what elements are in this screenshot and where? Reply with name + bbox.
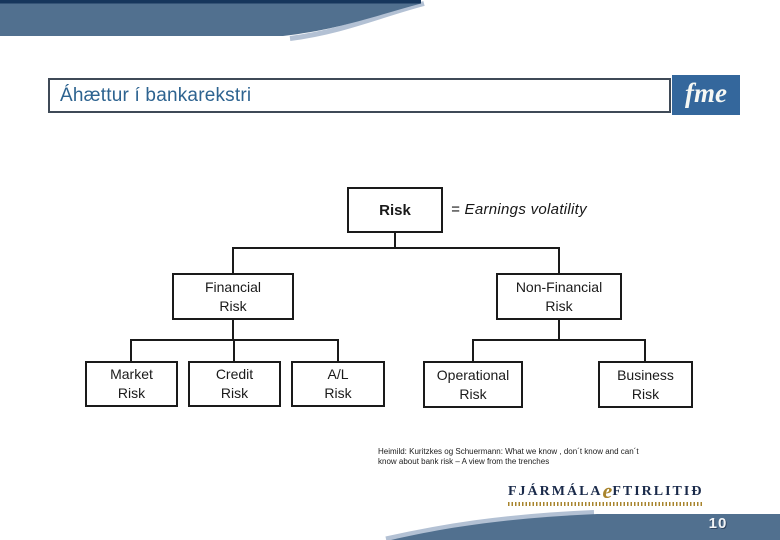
node-label: Risk — [219, 297, 247, 314]
logo-script-e: e — [602, 478, 613, 503]
credit-risk-node: Credit Risk — [188, 361, 281, 407]
source-citation: Heimild: Kuritzkes og Schuermann: What w… — [378, 447, 723, 467]
financial-risk-node: Financial Risk — [172, 273, 294, 320]
node-label: Business — [617, 366, 674, 383]
fme-logo-text: fme — [685, 78, 727, 108]
node-label: Non-Financial — [515, 278, 603, 295]
logo-prefix: FJÁRMÁLA — [508, 484, 603, 499]
node-label: Financial — [204, 278, 262, 295]
slide-title: Áhættur í bankarekstri — [60, 84, 252, 106]
bottom-swoosh-decoration — [0, 498, 780, 540]
non-financial-risk-node: Non-Financial Risk — [496, 273, 622, 320]
al-risk-node: A/L Risk — [291, 361, 385, 407]
citation-line-1: Heimild: Kuritzkes og Schuermann: What w… — [378, 447, 639, 456]
node-label: Operational — [436, 366, 510, 383]
node-label: Risk — [117, 385, 146, 401]
logo-suffix: FTIRLITIÐ — [612, 484, 704, 499]
slide-title-box: Áhættur í bankarekstri — [48, 78, 671, 113]
page-number: 10 — [708, 515, 728, 532]
node-label: Credit — [215, 366, 254, 382]
fjarmalaeftirlitid-logo-text: FJÁRMÁLAeFTIRLITIÐ — [508, 480, 704, 502]
top-swoosh-decoration — [0, 0, 780, 42]
node-label: Market — [110, 366, 153, 382]
market-risk-node: Market Risk — [85, 361, 178, 407]
business-risk-node: Business Risk — [598, 361, 693, 408]
node-label: Risk — [324, 385, 352, 401]
node-label: Risk — [379, 201, 411, 219]
earnings-volatility-annotation: = Earnings volatility — [451, 201, 587, 218]
node-label: Risk — [631, 385, 660, 402]
fme-logo: fme — [672, 75, 740, 115]
risk-node: Risk — [347, 187, 443, 233]
node-label: Risk — [220, 385, 249, 401]
logo-gold-strip-decoration — [508, 502, 704, 506]
citation-line-2: know about bank risk – A view from the t… — [378, 457, 550, 466]
node-label: Risk — [545, 297, 573, 314]
fjarmalaeftirlitid-logo: FJÁRMÁLAeFTIRLITIÐ — [508, 480, 704, 506]
operational-risk-node: Operational Risk — [423, 361, 523, 408]
node-label: Risk — [459, 385, 487, 402]
node-label: A/L — [327, 366, 349, 382]
